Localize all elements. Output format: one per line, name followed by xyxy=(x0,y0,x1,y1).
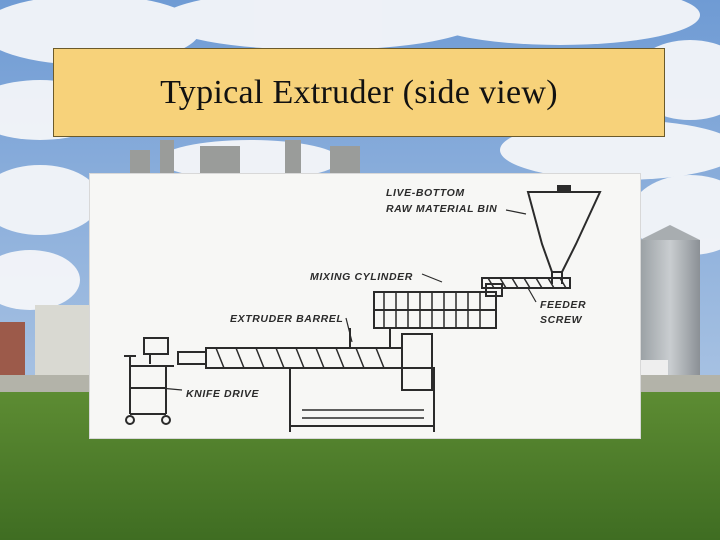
plant-structures xyxy=(130,140,360,175)
slide-title: Typical Extruder (side view) xyxy=(160,73,558,111)
extruder-drawing: LIVE-BOTTOM RAW MATERIAL BIN MIXING CYLI… xyxy=(124,185,602,432)
label-extruder-barrel: EXTRUDER BARREL xyxy=(230,313,343,325)
label-mixing-cylinder: MIXING CYLINDER xyxy=(310,271,413,283)
knife-drive xyxy=(124,337,174,425)
raw-material-bin xyxy=(526,191,602,273)
leader-lines xyxy=(159,209,537,391)
title-box: Typical Extruder (side view) xyxy=(53,48,665,137)
mixing-cylinder xyxy=(373,283,503,329)
building xyxy=(35,305,93,375)
label-feeder: FEEDER xyxy=(540,299,586,311)
extruder-diagram: LIVE-BOTTOM RAW MATERIAL BIN MIXING CYLI… xyxy=(90,174,640,438)
extruder-barrel xyxy=(177,328,403,369)
label-raw-material-bin: RAW MATERIAL BIN xyxy=(386,203,497,215)
label-knife-drive: KNIFE DRIVE xyxy=(186,388,260,400)
label-live-bottom: LIVE-BOTTOM xyxy=(386,187,465,199)
silo xyxy=(640,240,700,375)
drive-housing xyxy=(289,333,435,432)
label-screw: SCREW xyxy=(540,314,583,326)
